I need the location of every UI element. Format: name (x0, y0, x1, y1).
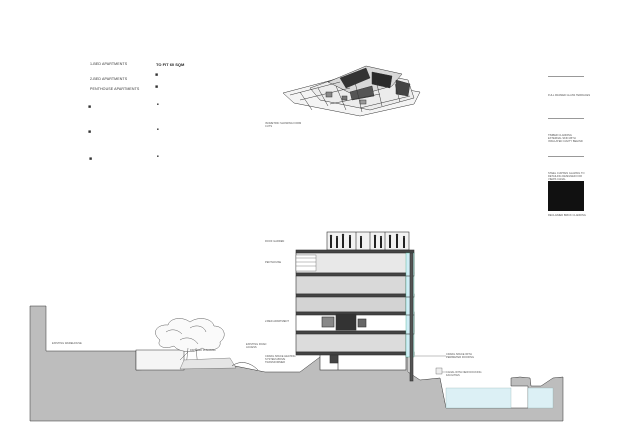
section-drawing (29, 231, 564, 422)
canal-note-label: CANAL WITH NEW DOCKING FACILITIES (446, 371, 482, 378)
legend-marker: ■ (157, 127, 159, 131)
canal-water (527, 387, 554, 409)
side-note: RECLAIMED BRICK CLADDING (548, 214, 586, 217)
roof-garden-label: ROOF GARDEN (265, 240, 285, 243)
legend-marker: ■ (88, 129, 92, 135)
legend-1bed-label: 1-BED APARTMENTS (90, 62, 128, 66)
canal-water (445, 387, 512, 409)
legend-marker: ■ (89, 156, 93, 162)
legend-2bed-label: 2-BED APARTMENTS (90, 77, 128, 81)
legend-marker: ■ (155, 72, 159, 78)
side-note: TIMBER CLADDING EXTERNAL SKIN WITH INSUL… (548, 134, 583, 144)
material-swatch (548, 181, 584, 211)
ground-note-label: CRAWL SPACE HEATING SYSTEM ABOVE TRANSFO… (265, 355, 296, 365)
side-note: FULL FRAMED GLASS TERRACES (548, 94, 591, 97)
tree-label: DIRT AND PLANTING (190, 349, 216, 352)
existing-ground-label: EXISTING ROAD ACCESS (246, 343, 267, 350)
side-note: STEEL CURTAIN GLAZING TO DETAILING DESIG… (548, 172, 585, 182)
legend-marker: ■ (155, 84, 159, 90)
divider-line (548, 76, 584, 77)
penthouse-label: PENTHOUSE (265, 261, 282, 264)
legend-marker: ■ (157, 102, 159, 106)
crawl-space-right-label: CRAWL SPACE WITH PERIMETER ROOFING (446, 353, 474, 360)
legend-penthouse-label: PENTHOUSE APARTMENTS (90, 87, 140, 91)
isometric-drawing (282, 65, 421, 117)
existing-warehouse-label: EXISTING WAREHOUSE (52, 342, 82, 345)
two-bed-apartment-label: 2-BED APARTMENT (265, 320, 289, 323)
legend-marker: ■ (88, 104, 92, 110)
legend-marker: ■ (157, 154, 159, 158)
divider-line (548, 156, 584, 157)
main-building (295, 231, 415, 382)
legend-header-right: TO FIT 60 SQM (156, 62, 185, 67)
axo-caption: ISOMETRIC SHOWING FORM CUTS (265, 122, 302, 129)
divider-line (548, 118, 584, 119)
